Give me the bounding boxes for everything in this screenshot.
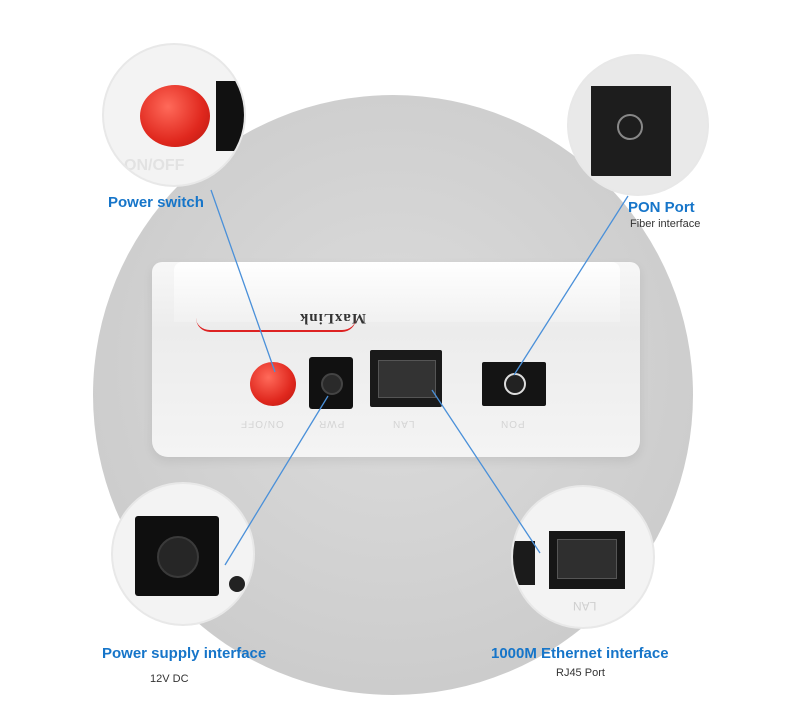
zoom-pon-port (569, 56, 707, 194)
label-power-switch: Power switch (108, 194, 204, 211)
zoom-rj45-jack (549, 531, 625, 589)
power-button (250, 362, 296, 406)
sublabel-ethernet: RJ45 Port (556, 667, 605, 679)
leader-power-switch (210, 189, 276, 373)
zoom-adjacent-port (513, 541, 535, 585)
leader-pon-port (513, 195, 629, 376)
sublabel-pon-port: Fiber interface (630, 218, 701, 230)
zoom-dc-jack (135, 516, 219, 596)
label-power-supply: Power supply interface (102, 645, 267, 662)
label-ethernet: 1000M Ethernet interface (491, 645, 669, 662)
leader-ethernet (431, 389, 541, 554)
zoom-ethernet-port: LAN (513, 487, 653, 627)
zoom-power-switch: ON/OFF (104, 45, 244, 185)
device-top-surface (174, 262, 620, 322)
leader-power-supply (224, 395, 329, 566)
zoom-pon-socket (591, 86, 671, 176)
brand-swoosh (196, 318, 356, 332)
zoom-side-port (216, 81, 244, 151)
zoom-silk-onoff: ON/OFF (124, 157, 185, 174)
zoom-power-supply (113, 484, 253, 624)
dc-power-port (309, 357, 353, 409)
zoom-red-button (140, 85, 210, 147)
sublabel-power-supply: 12V DC (150, 673, 189, 685)
label-pon-port: PON Port (628, 199, 695, 216)
zoom-screw-hole (229, 576, 245, 592)
rj45-port (370, 350, 442, 407)
